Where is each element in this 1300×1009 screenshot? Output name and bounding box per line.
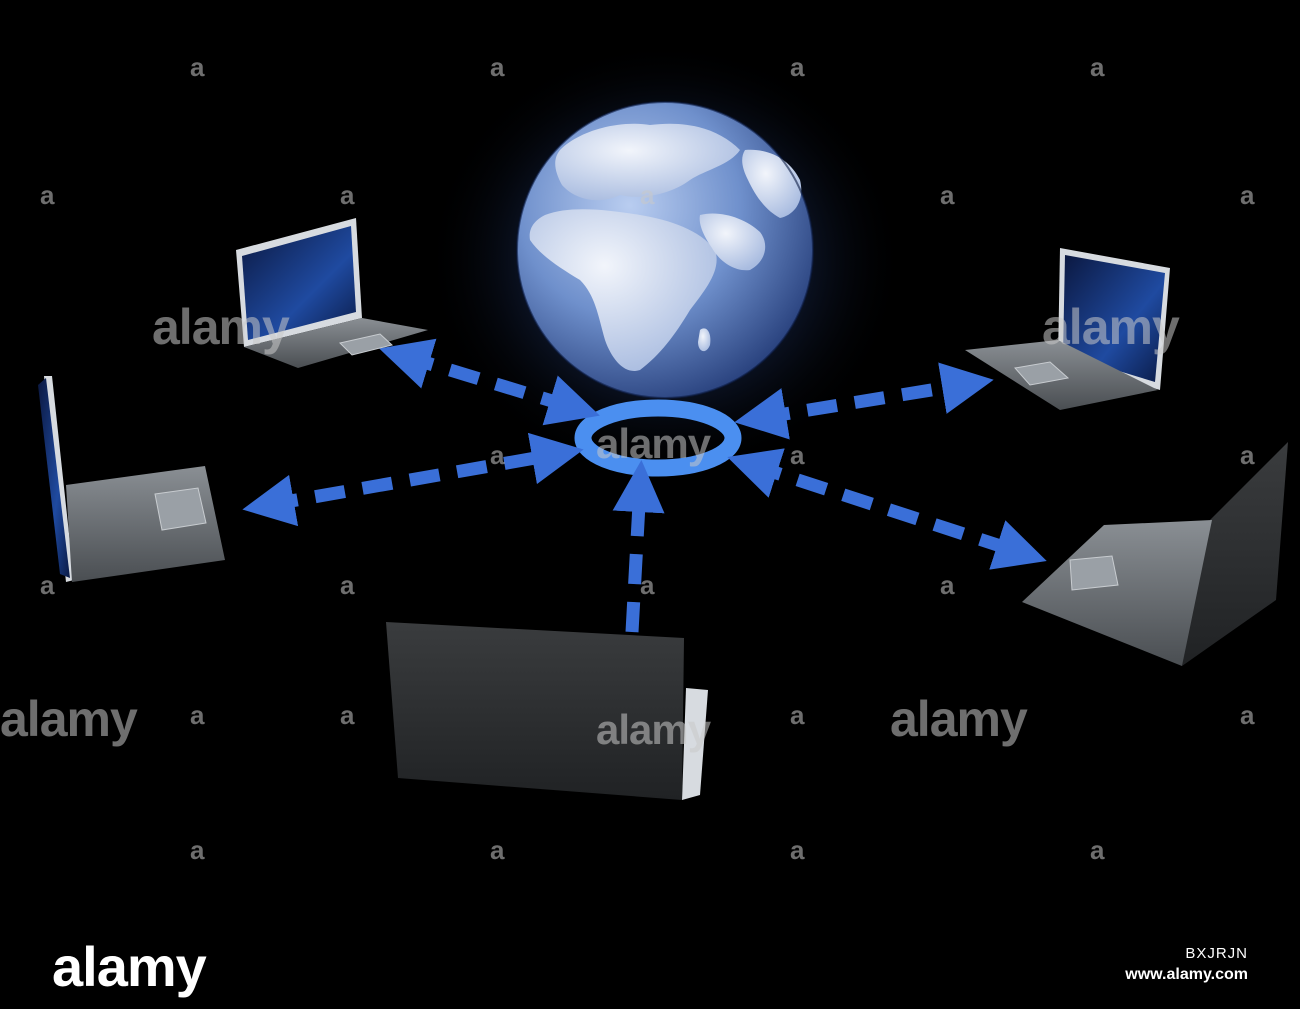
watermark-letter: a xyxy=(790,835,805,865)
watermark-letter: a xyxy=(790,52,805,82)
watermark-letter: a xyxy=(40,180,55,210)
watermark-letter: a xyxy=(490,440,505,470)
laptop-icon-left xyxy=(38,376,225,582)
watermark-letter: a xyxy=(790,700,805,730)
watermark-letter: a xyxy=(1240,700,1255,730)
watermark-word: alamy xyxy=(596,706,711,753)
arrow-top-right xyxy=(734,362,994,440)
image-id: BXJRJN xyxy=(1185,945,1248,962)
watermark-letter: a xyxy=(940,180,955,210)
watermark-letter: a xyxy=(340,570,355,600)
arrow-bottom-right xyxy=(727,448,1047,570)
footer-bar xyxy=(0,924,1300,1009)
footer-url: www.alamy.com xyxy=(1125,966,1248,983)
watermark-word: alamy xyxy=(1042,299,1180,355)
watermark-letter: a xyxy=(340,180,355,210)
arrow-left xyxy=(242,432,584,527)
watermark-letter: a xyxy=(1240,180,1255,210)
watermark-letter: a xyxy=(1240,440,1255,470)
network-illustration xyxy=(38,40,1288,800)
arrow-top-left xyxy=(379,338,600,426)
connection-arrows xyxy=(242,338,1047,633)
watermark-letter: a xyxy=(40,570,55,600)
watermark-letter: a xyxy=(1090,52,1105,82)
watermark-letter: a xyxy=(940,570,955,600)
watermark-letter: a xyxy=(190,52,205,82)
watermark-word: alamy xyxy=(0,691,138,747)
watermark-word: alamy xyxy=(596,420,711,467)
watermark-letter: a xyxy=(190,835,205,865)
globe-icon xyxy=(516,101,814,399)
watermark-letter: a xyxy=(640,180,655,210)
laptop-icon-bottom xyxy=(386,622,708,800)
arrow-bottom xyxy=(612,460,665,633)
laptop-icon-bottom-right xyxy=(1022,442,1288,666)
watermark-letter: a xyxy=(640,570,655,600)
footer-logo: alamy xyxy=(52,935,207,998)
watermark-letter: a xyxy=(190,700,205,730)
watermark-letter: a xyxy=(490,52,505,82)
watermark-letter: a xyxy=(1090,835,1105,865)
watermark-word: alamy xyxy=(152,299,290,355)
laptop-icon-top-left xyxy=(236,218,428,368)
watermark-letter: a xyxy=(490,835,505,865)
watermark-letter: a xyxy=(340,700,355,730)
watermark-letter: a xyxy=(790,440,805,470)
watermark-word: alamy xyxy=(890,691,1028,747)
laptop-icon-top-right xyxy=(965,248,1170,410)
